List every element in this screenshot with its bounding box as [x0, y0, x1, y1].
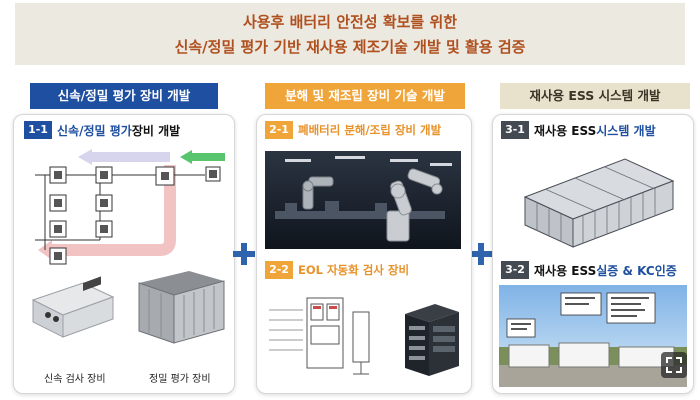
caption-precision-evaluation: 정밀 평가 장비	[149, 374, 211, 385]
badge-3-2: 3-2	[501, 261, 529, 279]
panel-ess-system: 3-1 재사용 ESS 시스템 개발 3-2 재사용 ESS 실증 & KC인증	[492, 114, 694, 394]
subtitle-2-1-label: 폐배터리 분해/조립 장비 개발	[298, 123, 442, 137]
title-line-1: 사용후 배터리 안전성 확보를 위한	[242, 13, 458, 31]
column-1-header: 신속/정밀 평가 장비 개발	[30, 83, 218, 109]
robot-arm-photo	[265, 151, 461, 249]
eol-test-rack-image	[405, 304, 459, 376]
quick-inspection-equipment-image	[31, 276, 115, 338]
badge-1-1: 1-1	[24, 121, 52, 139]
fullscreen-icon[interactable]	[661, 352, 687, 378]
title-line-2: 신속/정밀 평가 기반 재사용 제조기술 개발 및 활용 검증	[174, 38, 526, 56]
precision-evaluation-equipment-image	[138, 271, 225, 344]
subtitle-2-2: 2-2 EOL 자동화 검사 장비	[265, 261, 409, 279]
eol-inspection-drawing	[269, 297, 370, 375]
circuit-diagram	[35, 149, 225, 265]
subtitle-1-1: 1-1 신속/정밀 평가 장비 개발	[24, 121, 180, 139]
plus-icon	[233, 243, 255, 265]
subtitle-3-2-part-a: 재사용 ESS	[534, 263, 597, 278]
expand-icon	[666, 357, 682, 373]
ess-container-drawing	[523, 158, 675, 248]
caption-quick-inspection: 신속 검사 장비	[44, 374, 106, 385]
subtitle-3-2: 3-2 재사용 ESS 실증 & KC인증	[501, 261, 677, 279]
column-3-header: 재사용 ESS 시스템 개발	[500, 83, 690, 109]
plus-icon	[470, 243, 492, 265]
panel-evaluation-equipment: 1-1 신속/정밀 평가 장비 개발	[13, 114, 235, 394]
subtitle-3-2-part-b: 실증 & KC인증	[596, 263, 677, 278]
title-banner: 사용후 배터리 안전성 확보를 위한 신속/정밀 평가 기반 재사용 제조기술 …	[15, 3, 685, 65]
badge-2-1: 2-1	[265, 121, 293, 139]
subtitle-3-1-part-b: 시스템 개발	[596, 123, 656, 138]
subtitle-3-1: 3-1 재사용 ESS 시스템 개발	[501, 121, 656, 139]
column-2-header: 분해 및 재조립 장비 기술 개발	[265, 83, 465, 109]
subtitle-1-1-highlight: 신속/정밀 평가	[57, 123, 132, 138]
subtitle-2-1: 2-1 폐배터리 분해/조립 장비 개발	[265, 121, 441, 139]
subtitle-2-2-label: EOL 자동화 검사 장비	[298, 263, 410, 277]
panel-disassembly-equipment: 2-1 폐배터리 분해/조립 장비 개발	[256, 114, 472, 394]
subtitle-1-1-rest: 장비 개발	[131, 123, 181, 138]
badge-3-1: 3-1	[501, 121, 529, 139]
subtitle-3-1-part-a: 재사용 ESS	[534, 123, 597, 138]
ess-demonstration-site-photo	[499, 285, 687, 387]
badge-2-2: 2-2	[265, 261, 293, 279]
